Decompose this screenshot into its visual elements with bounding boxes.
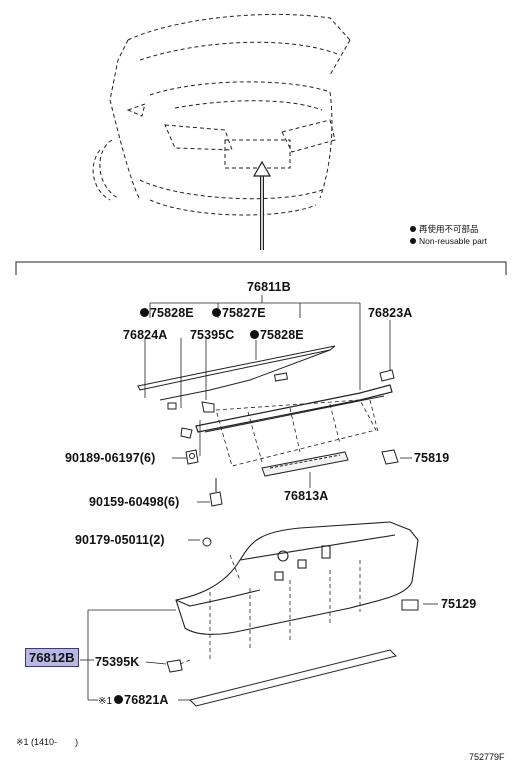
bullet-icon <box>410 237 416 244</box>
non-reusable-icon <box>140 308 149 318</box>
legend-en-text: Non-reusable part <box>419 236 488 246</box>
non-reusable-icon <box>212 308 221 318</box>
reflector-part <box>261 451 349 477</box>
leader-lines-upper <box>144 295 438 605</box>
part-75828E-a[interactable]: 75828E <box>140 306 194 320</box>
leader-lines-lower <box>80 609 190 701</box>
non-reusable-icon <box>114 695 124 705</box>
part-75129[interactable]: 75129 <box>441 597 477 611</box>
part-75395K[interactable]: 75395K <box>95 655 140 669</box>
footnote: ※1 (1410- ) <box>16 737 79 747</box>
part-75828E-b[interactable]: 75828E <box>250 328 304 342</box>
diagram-code: 752779F <box>469 752 505 762</box>
bumper-guides <box>179 554 361 665</box>
note-mark: ※1 <box>98 696 113 707</box>
part-90189[interactable]: 90189-06197(6) <box>65 451 156 465</box>
part-76824A[interactable]: 76824A <box>123 328 168 342</box>
part-75395C[interactable]: 75395C <box>190 328 235 342</box>
part-75828E-a-label: 75828E <box>150 306 194 320</box>
assembly-guides <box>215 399 379 467</box>
part-76823A[interactable]: 76823A <box>368 306 413 320</box>
lower-strip <box>189 649 397 707</box>
legend-jp-text: 再使用不可部品 <box>419 224 479 234</box>
part-76821A-label: 76821A <box>124 693 169 707</box>
car-outline <box>92 13 351 216</box>
legend-en: Non-reusable part <box>410 236 487 246</box>
non-reusable-icon <box>250 330 259 340</box>
part-75828E-b-label: 75828E <box>260 328 304 342</box>
part-90179[interactable]: 90179-05011(2) <box>75 533 165 547</box>
part-76811B[interactable]: 76811B <box>247 280 291 294</box>
group-bracket <box>15 261 507 275</box>
part-75827E[interactable]: 75827E <box>212 306 266 320</box>
arrow-up-icon <box>252 160 272 250</box>
legend-jp: 再使用不可部品 <box>410 223 479 235</box>
part-90159[interactable]: 90159-60498(6) <box>89 495 180 509</box>
part-75827E-label: 75827E <box>222 306 266 320</box>
bumper-cover <box>175 521 419 635</box>
part-76813A[interactable]: 76813A <box>284 489 329 503</box>
fasteners <box>166 449 419 673</box>
part-76812B-highlight[interactable]: 76812B <box>25 648 79 667</box>
garnish-parts <box>137 345 395 439</box>
part-75819[interactable]: 75819 <box>414 451 450 465</box>
part-76821A[interactable]: ※1 76821A <box>98 693 169 707</box>
bullet-icon <box>410 225 416 232</box>
